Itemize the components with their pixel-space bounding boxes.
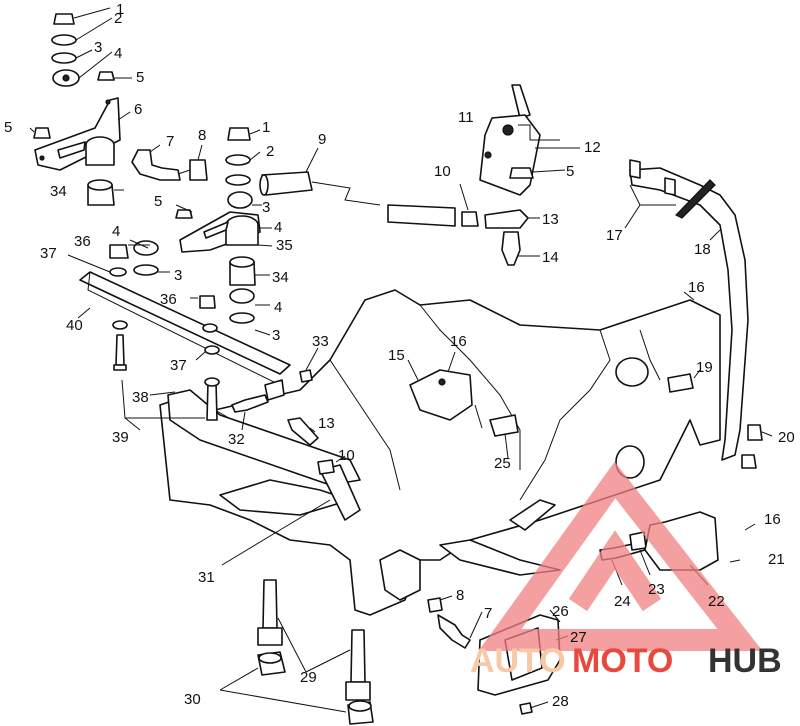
callout-labels: 1 2 3 4 5 6 5 7 8 1 2 9 11 12 10 5 34 5 … [4,1,795,710]
callout-label: 17 [606,227,623,244]
tie-rod-end [131,149,208,181]
callout-label: 28 [552,693,569,710]
callout-label: 29 [300,669,317,686]
watermark-word-moto: MOTO [572,642,673,680]
callout-label: 6 [134,101,142,118]
callout-label: 8 [198,127,206,144]
right-tie-rod [484,209,529,266]
callout-label: 37 [170,357,187,374]
callout-label: 37 [40,245,57,262]
callout-label: 32 [228,431,245,448]
callout-label: 1 [116,1,124,18]
callout-label: 26 [552,603,569,620]
callout-label: 12 [584,139,601,156]
callout-label: 30 [184,691,201,708]
callout-label: 5 [566,163,574,180]
callout-label: 8 [456,587,464,604]
callout-label: 5 [4,119,12,136]
callout-label: 7 [166,133,174,150]
callout-label: 13 [318,415,335,432]
callout-label: 9 [318,131,326,148]
upper-stack-left [51,13,80,87]
callout-label: 38 [132,389,149,406]
callout-label: 1 [262,119,270,136]
callout-label: 40 [66,317,83,334]
callout-label: 7 [484,605,492,622]
callout-label: 11 [458,109,474,126]
callout-label: 16 [688,279,705,296]
callout-label: 20 [778,429,795,446]
watermark-logo [478,461,763,651]
callout-label: 4 [114,45,122,62]
callout-label: 16 [764,511,781,528]
watermark-word-hub: HUB [708,642,782,680]
callout-label: 34 [50,183,67,200]
drag-link [259,171,479,227]
callout-label: 3 [262,199,270,216]
callout-label: 4 [274,219,282,236]
callout-label: 3 [94,39,102,56]
callout-label: 36 [160,291,177,308]
callout-label: 10 [434,163,451,180]
lower-tie-rod-end [427,597,471,649]
callout-label: 16 [450,333,467,350]
callout-label: 19 [696,359,713,376]
upper-stack-center [179,127,261,253]
callout-label: 39 [112,429,129,446]
center-bracket [409,369,519,437]
callout-label: 34 [272,269,289,286]
small-items-center [287,369,335,475]
bolts-left [113,334,285,421]
callout-label: 35 [276,237,293,254]
callout-label: 18 [694,241,711,258]
callout-label: 15 [388,347,405,364]
callout-label: 33 [312,333,329,350]
callout-label: 13 [542,211,559,228]
watermark-word-auto: AUTO [470,642,566,680]
nut-group [33,71,534,219]
callout-label: 5 [136,69,144,86]
bushings [87,179,256,355]
callout-label: 25 [494,455,511,472]
callout-label: 4 [112,223,120,240]
callout-label: 4 [274,299,282,316]
callout-label: 23 [648,581,665,598]
lower-bolts [257,579,374,725]
callout-label: 27 [570,629,587,646]
callout-label: 14 [542,249,559,266]
callout-label: 22 [708,593,725,610]
callout-label: 21 [768,551,785,568]
callout-label: 36 [74,233,91,250]
handlebar-bracket [629,159,749,461]
watermark-wordmark: AUTO MOTO HUB [470,642,782,680]
callout-label: 3 [272,327,280,344]
callout-label: 2 [266,143,274,160]
callout-label: 5 [154,193,162,210]
callout-label: 3 [174,267,182,284]
callout-label: 10 [338,447,355,464]
callout-label: 24 [614,593,631,610]
callout-label: 31 [198,569,215,586]
callout-label: 2 [114,10,122,27]
